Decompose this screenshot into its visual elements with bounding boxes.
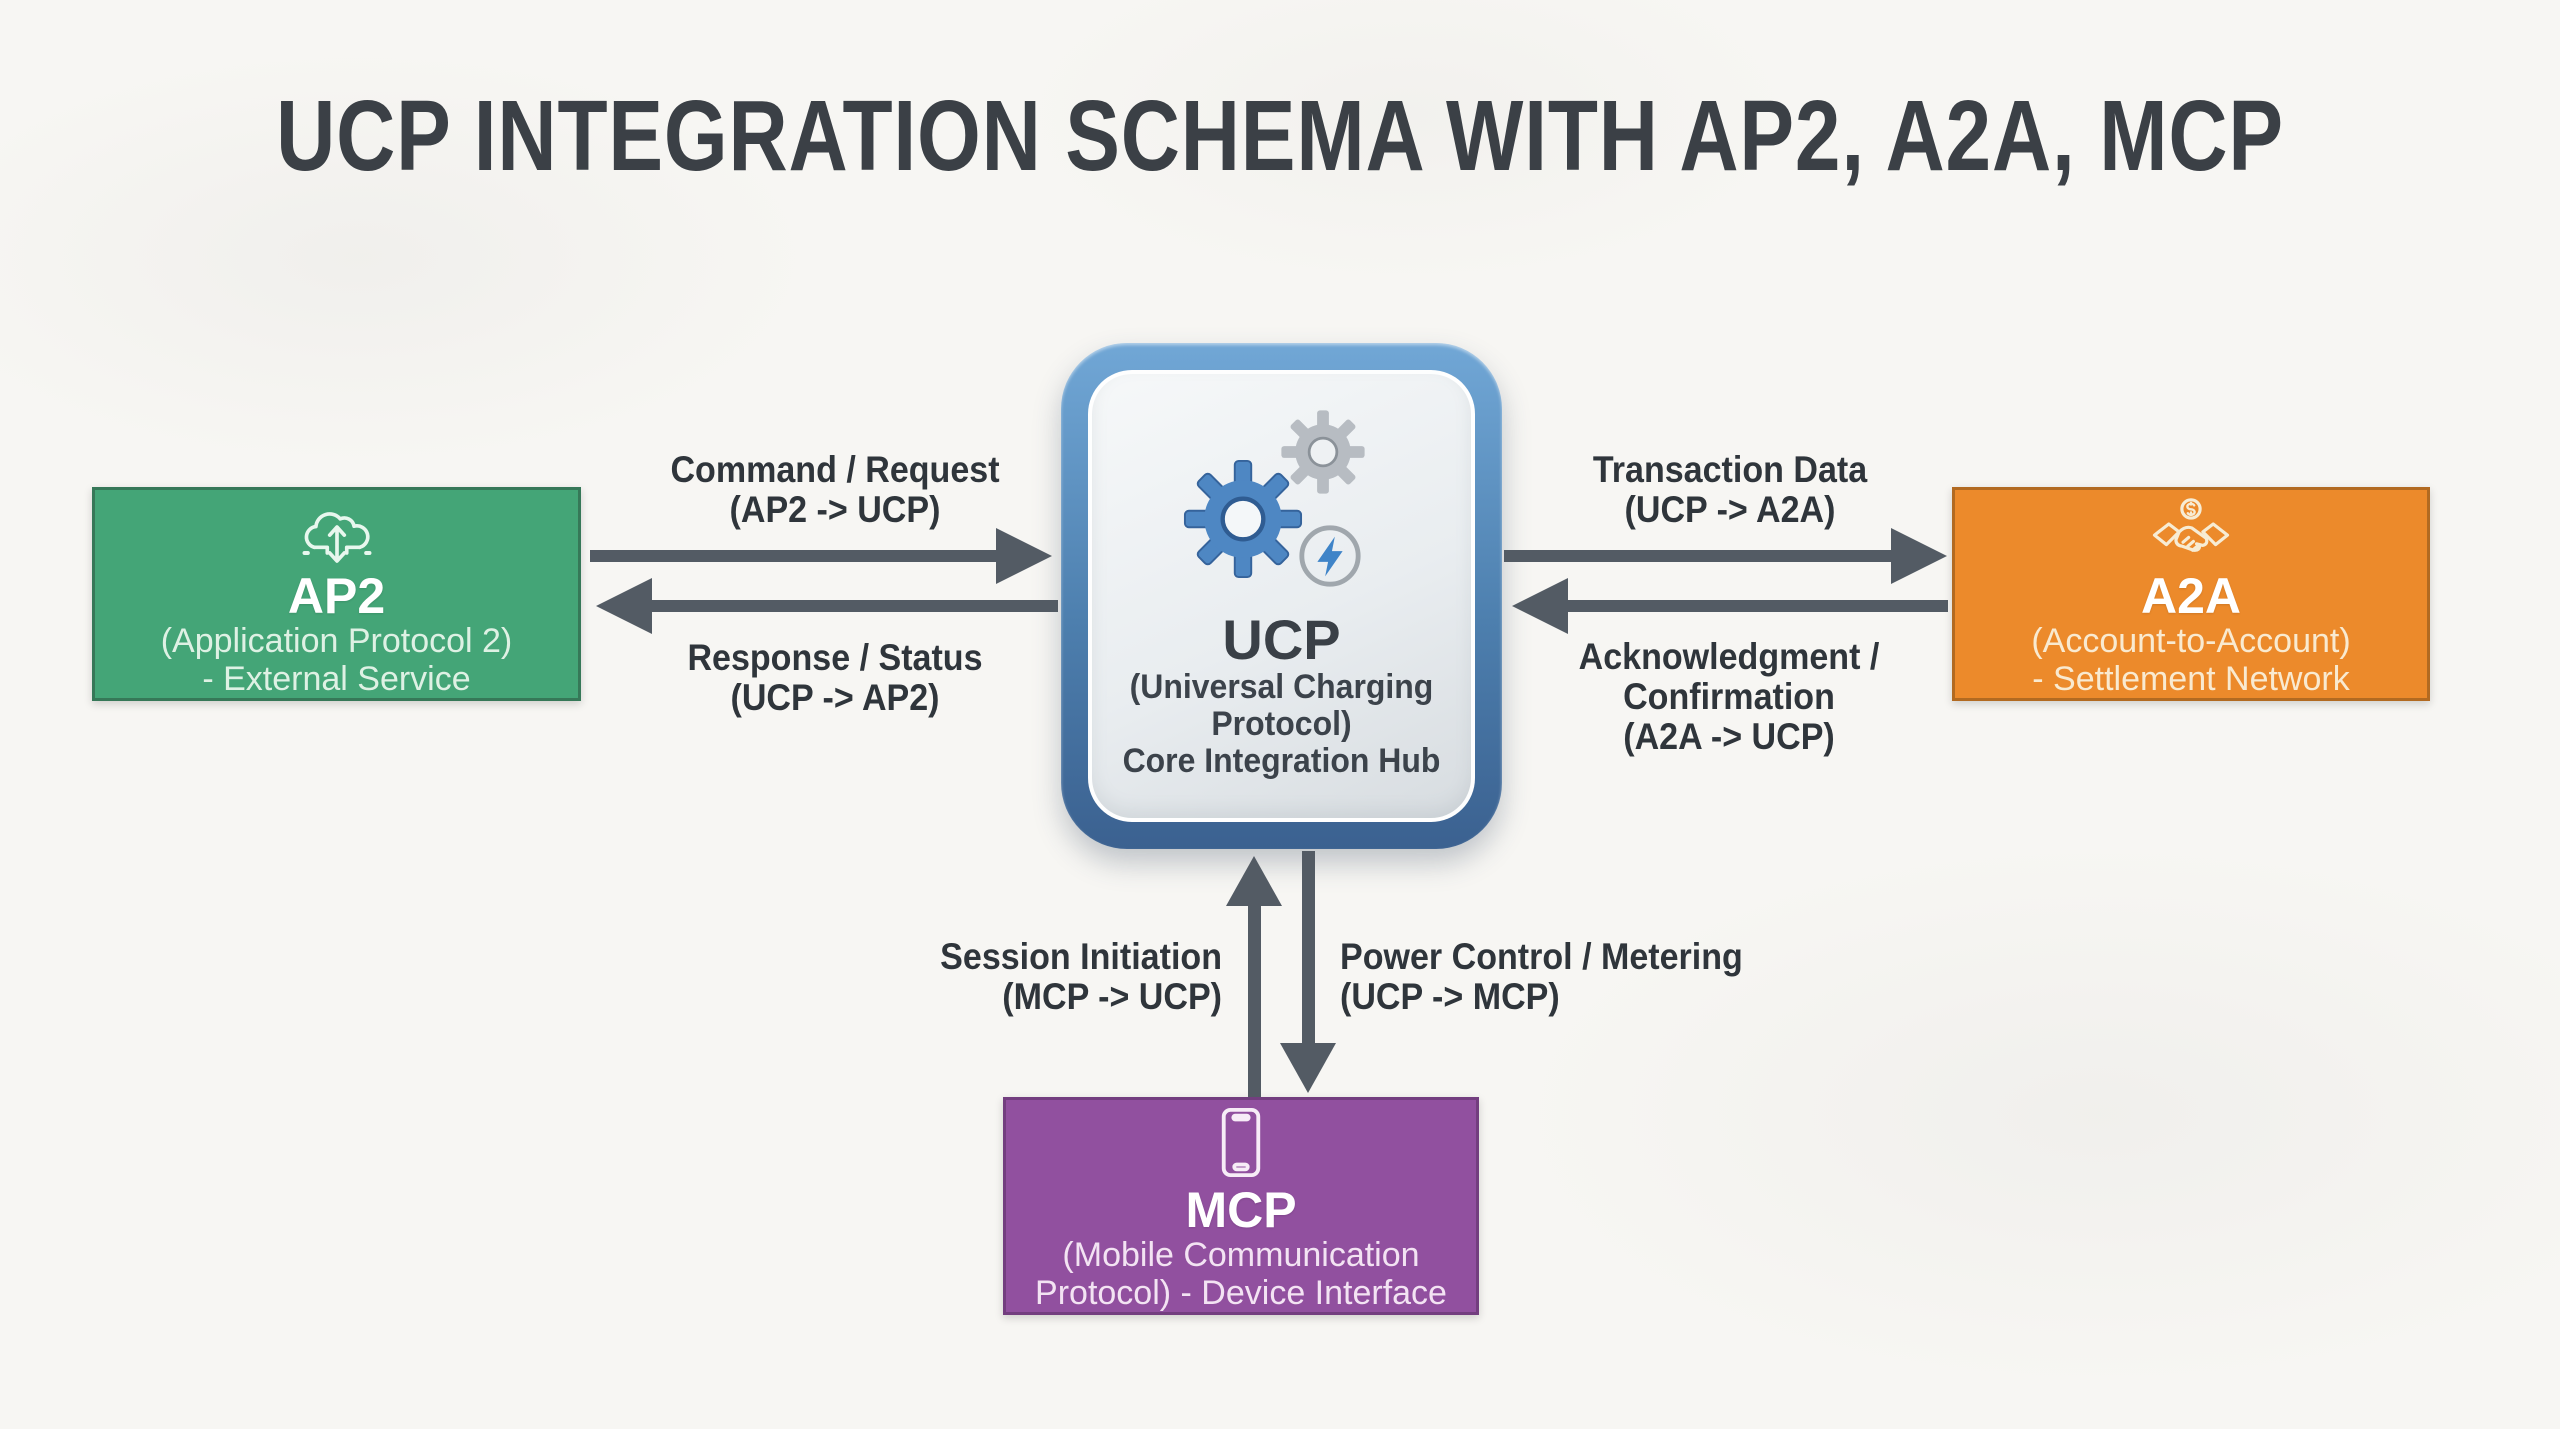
arrow-shaft bbox=[1248, 902, 1261, 1097]
edge-label-transaction-data: Transaction Data (UCP -> A2A) bbox=[1500, 450, 1960, 530]
arrow-shaft bbox=[1562, 600, 1948, 612]
node-ucp-subtitle-2: Protocol) bbox=[1211, 705, 1352, 743]
arrowhead-left-icon bbox=[596, 578, 652, 634]
arrow-ucp-to-a2a bbox=[1504, 528, 1947, 584]
edge-label-line: (UCP -> MCP) bbox=[1340, 976, 1560, 1017]
edge-label-line: Transaction Data bbox=[1592, 449, 1868, 490]
arrow-shaft bbox=[646, 600, 1058, 612]
edge-label-line: (MCP -> UCP) bbox=[1002, 976, 1222, 1017]
arrow-ap2-to-ucp bbox=[590, 528, 1052, 584]
lightning-circle-icon bbox=[1299, 525, 1361, 587]
arrow-shaft bbox=[590, 550, 1002, 562]
edge-label-command-request: Command / Request (AP2 -> UCP) bbox=[605, 450, 1065, 530]
arrow-ucp-to-mcp bbox=[1280, 851, 1336, 1093]
arrow-ucp-to-ap2 bbox=[596, 578, 1058, 634]
edge-label-power-control: Power Control / Metering (UCP -> MCP) bbox=[1340, 937, 1855, 1017]
node-mcp-subtitle-2: Protocol) - Device Interface bbox=[1035, 1274, 1447, 1312]
node-a2a-subtitle-2: - Settlement Network bbox=[2032, 660, 2350, 698]
node-ap2-subtitle-1: (Application Protocol 2) bbox=[160, 622, 513, 660]
handshake-dollar-icon bbox=[2152, 498, 2230, 552]
node-a2a-abbr: A2A bbox=[2140, 568, 2242, 624]
node-ap2-subtitle-2: - External Service bbox=[202, 660, 471, 698]
arrowhead-up-icon bbox=[1226, 856, 1282, 906]
edge-label-session-initiation: Session Initiation (MCP -> UCP) bbox=[808, 937, 1222, 1017]
edge-label-response-status: Response / Status (UCP -> AP2) bbox=[605, 638, 1065, 718]
node-ucp-panel: UCP (Universal Charging Protocol) Core I… bbox=[1088, 370, 1475, 822]
edge-label-line: Session Initiation bbox=[940, 936, 1222, 977]
node-mcp-abbr: MCP bbox=[1185, 1182, 1297, 1238]
node-mcp: MCP (Mobile Communication Protocol) - De… bbox=[1003, 1097, 1479, 1315]
edge-label-line: (UCP -> A2A) bbox=[1624, 489, 1836, 530]
gear-icon-blue bbox=[1183, 459, 1303, 579]
smartphone-icon bbox=[1221, 1107, 1261, 1178]
arrow-shaft bbox=[1504, 550, 1897, 562]
edge-label-line: (A2A -> UCP) bbox=[1623, 716, 1835, 757]
node-a2a-subtitle-1: (Account-to-Account) bbox=[2031, 622, 2351, 660]
edge-label-line: Power Control / Metering bbox=[1340, 936, 1743, 977]
cloud-sync-icon bbox=[302, 512, 371, 563]
edge-label-line: (AP2 -> UCP) bbox=[729, 489, 941, 530]
node-ap2-abbr: AP2 bbox=[287, 568, 386, 624]
edge-label-line: Acknowledgment / bbox=[1578, 636, 1880, 677]
arrowhead-right-icon bbox=[1891, 528, 1947, 584]
arrowhead-right-icon bbox=[996, 528, 1052, 584]
edge-label-acknowledgment: Acknowledgment / Confirmation (A2A -> UC… bbox=[1499, 637, 1959, 757]
arrow-shaft bbox=[1302, 851, 1315, 1047]
node-ucp-abbr: UCP bbox=[1222, 608, 1341, 671]
node-mcp-subtitle-1: (Mobile Communication bbox=[1062, 1236, 1420, 1274]
diagram-title: UCP INTEGRATION SCHEMA WITH AP2, A2A, MC… bbox=[276, 80, 2284, 192]
edge-label-line: Response / Status bbox=[687, 637, 983, 678]
arrow-a2a-to-ucp bbox=[1512, 578, 1948, 634]
node-ucp-subtitle-3: Core Integration Hub bbox=[1122, 742, 1441, 780]
edge-label-line: Command / Request bbox=[670, 449, 1000, 490]
node-ap2: AP2 (Application Protocol 2) - External … bbox=[92, 487, 581, 701]
node-a2a: A2A (Account-to-Account) - Settlement Ne… bbox=[1952, 487, 2430, 701]
arrowhead-left-icon bbox=[1512, 578, 1568, 634]
arrow-mcp-to-ucp bbox=[1226, 856, 1282, 1097]
edge-label-line: Confirmation bbox=[1623, 676, 1835, 717]
node-ucp-subtitle-1: (Universal Charging bbox=[1129, 668, 1434, 706]
edge-label-line: (UCP -> AP2) bbox=[730, 677, 940, 718]
arrowhead-down-icon bbox=[1280, 1043, 1336, 1093]
gear-icon-gray bbox=[1281, 410, 1365, 494]
node-ucp: UCP (Universal Charging Protocol) Core I… bbox=[1061, 343, 1502, 849]
